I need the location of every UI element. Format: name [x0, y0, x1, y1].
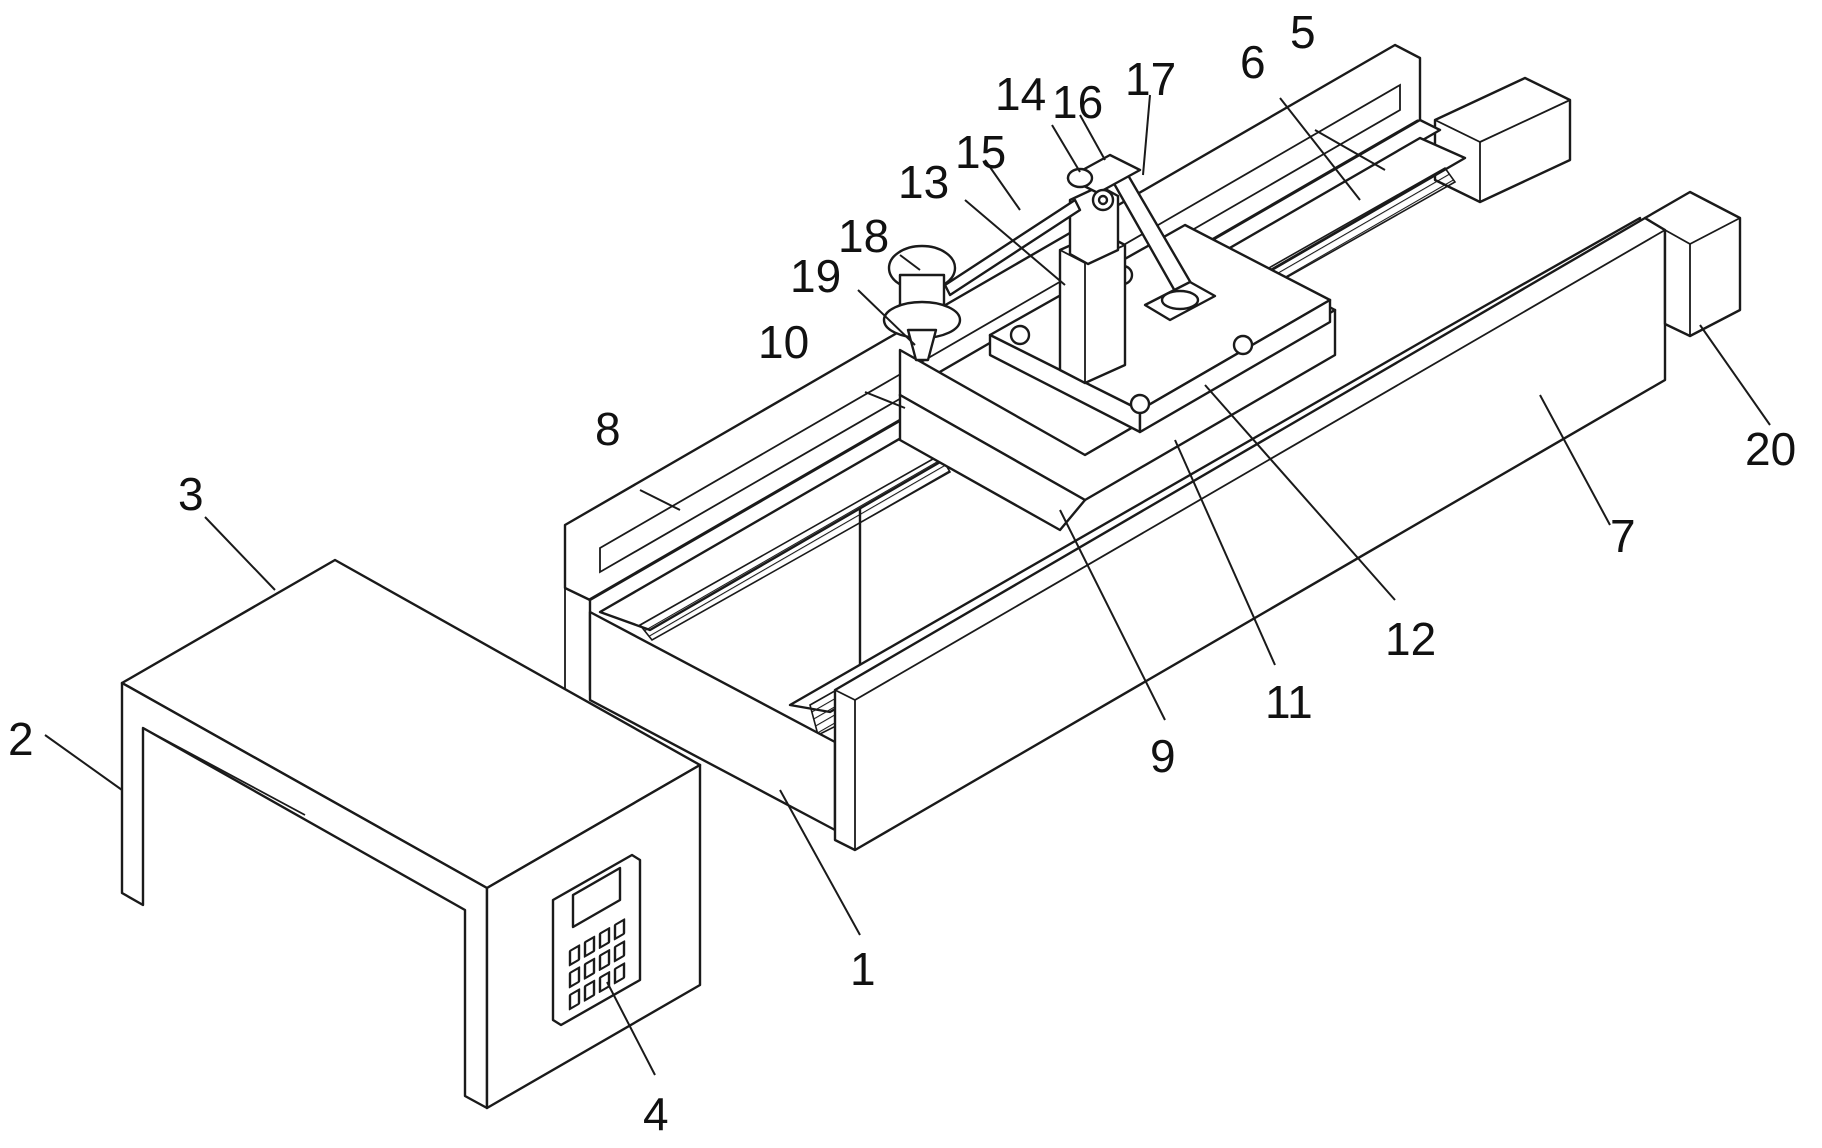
- label-3: 3: [178, 468, 204, 520]
- panel-buttons: [568, 918, 626, 1011]
- back-motor-box: [1433, 76, 1572, 204]
- shaft-bearing: [1066, 167, 1094, 189]
- label-5: 5: [1290, 6, 1316, 58]
- label-10: 10: [758, 316, 809, 368]
- button: [598, 927, 611, 949]
- label-1: 1: [850, 943, 876, 995]
- mounting-plate-side: [1138, 298, 1332, 434]
- button: [613, 940, 626, 963]
- cylinder-foot: [1160, 289, 1200, 311]
- control-desk: [120, 558, 702, 1110]
- button: [568, 966, 581, 989]
- label-15: 15: [955, 126, 1006, 178]
- label-14: 14: [995, 68, 1046, 120]
- front-motor-box: [1643, 190, 1742, 338]
- label-4: 4: [643, 1088, 669, 1140]
- button: [583, 957, 596, 980]
- label-13: 13: [898, 156, 949, 208]
- label-20: 20: [1745, 423, 1796, 475]
- label-9: 9: [1150, 730, 1176, 782]
- label-17: 17: [1125, 53, 1176, 105]
- button: [598, 971, 611, 993]
- label-2: 2: [8, 713, 34, 765]
- button: [583, 935, 596, 958]
- screw-rod-rear: [638, 453, 952, 642]
- label-18: 18: [838, 210, 889, 262]
- button: [568, 944, 581, 967]
- actuator-assembly: [882, 153, 1217, 385]
- label-16: 16: [1052, 76, 1103, 128]
- button: [613, 918, 626, 941]
- slider-base: [898, 393, 1087, 532]
- label-11: 11: [1265, 676, 1313, 728]
- guide-slot: [599, 83, 1401, 574]
- pivot-pin-inner: [1097, 194, 1109, 206]
- label-8: 8: [595, 403, 621, 455]
- button: [568, 988, 581, 1011]
- bolt-1: [1009, 324, 1031, 346]
- label-12: 12: [1385, 613, 1436, 665]
- leader-lines: [44, 94, 1771, 1076]
- button: [583, 979, 596, 1002]
- panel-screen: [571, 866, 622, 929]
- label-6: 6: [1240, 36, 1266, 88]
- nozzle-tip: [906, 328, 938, 362]
- bolt-3: [1129, 393, 1151, 415]
- button: [613, 962, 626, 985]
- label-7: 7: [1610, 510, 1636, 562]
- label-19: 19: [790, 250, 841, 302]
- horizontal-shaft: [943, 198, 1082, 297]
- bolt-2: [1232, 334, 1254, 356]
- button: [598, 949, 611, 971]
- slider-carriage: [898, 223, 1337, 532]
- part-labels: 1 2 3 4 5 6 7 8 9 10 11 12 13 14 15 16 1…: [8, 6, 1796, 1140]
